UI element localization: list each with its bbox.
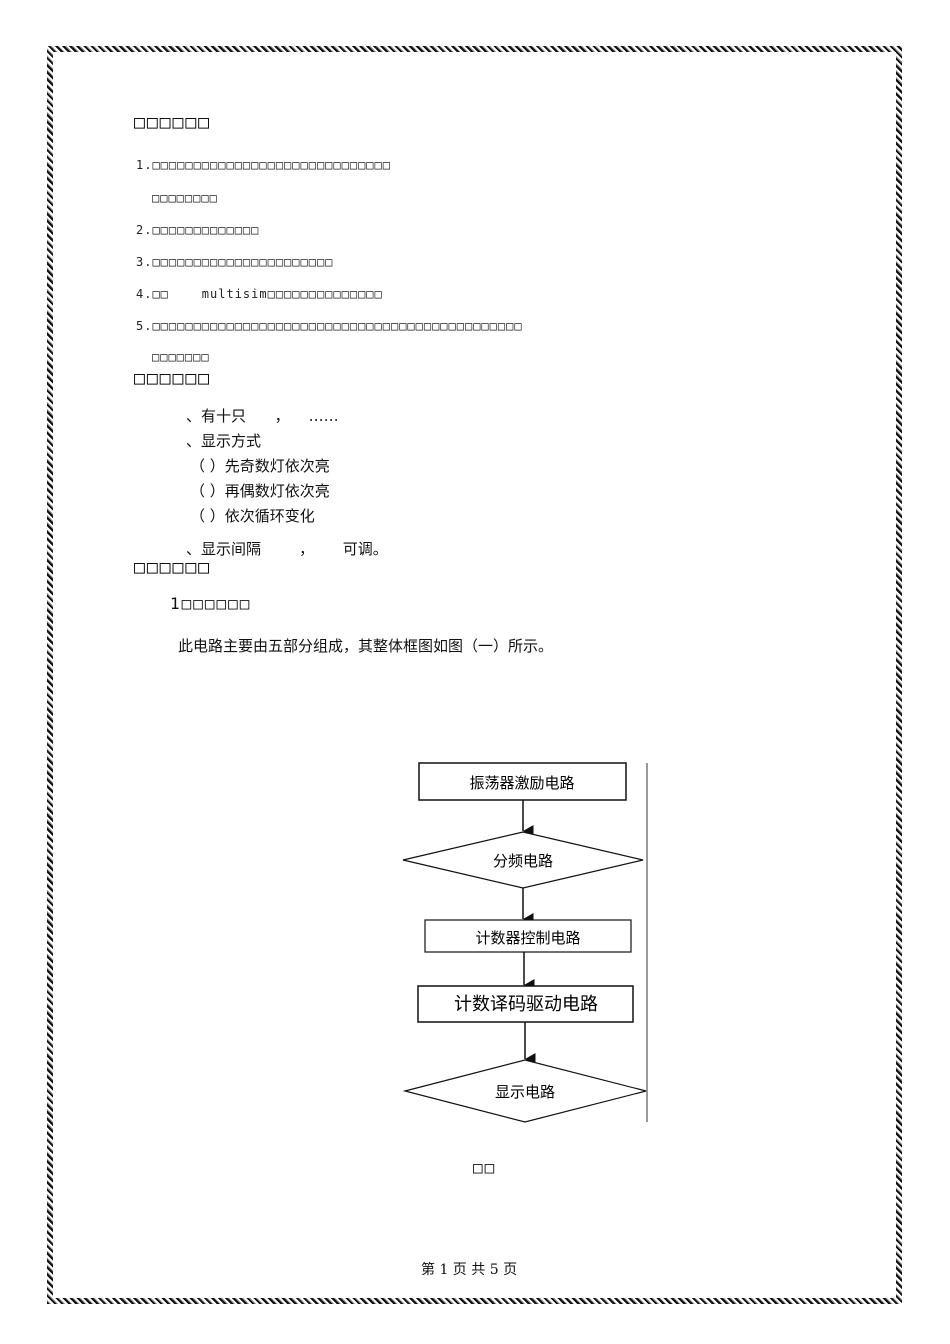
figure-caption: □□ [473, 1158, 497, 1177]
list-item: （ ）依次循环变化 [190, 507, 315, 525]
node-label: 分频电路 [493, 852, 553, 870]
section1-heading: □□□□□□ [134, 112, 212, 133]
list-item: （ ）先奇数灯依次亮 [190, 457, 330, 475]
section3-heading: □□□□□□ [134, 557, 212, 578]
paragraph: 此电路主要由五部分组成，其整体框图如图（一）所示。 [178, 637, 554, 655]
list-item: 4.□□ multisim□□□□□□□□□□□□□□ [136, 287, 383, 301]
list-item: 3.□□□□□□□□□□□□□□□□□□□□□□ [136, 255, 334, 269]
node-display [402, 1059, 647, 1123]
subheading: 1□□□□□□ [170, 594, 252, 613]
list-item: 1.□□□□□□□□□□□□□□□□□□□□□□□□□□□□□ [136, 158, 391, 172]
list-item: 、显示间隔 ， 可调。 [186, 540, 388, 558]
node-label: 计数器控制电路 [475, 929, 580, 947]
node-label: 显示电路 [495, 1083, 555, 1101]
node-decoder-driver [417, 985, 634, 1023]
list-item: 2.□□□□□□□□□□□□□ [136, 223, 260, 237]
node-label: 振荡器激励电路 [469, 774, 574, 792]
list-item: （ ）再偶数灯依次亮 [190, 482, 330, 500]
node-divider [402, 831, 644, 889]
node-counter-control [424, 919, 632, 953]
list-item: 、显示方式 [186, 432, 262, 450]
list-item: □□□□□□□ [152, 350, 210, 364]
section2-heading: □□□□□□ [134, 368, 212, 389]
list-item: 、有十只 ， …… [186, 407, 339, 425]
page-footer: 第 1 页 共 5 页 [421, 1262, 518, 1278]
node-oscillator [418, 762, 627, 801]
node-label: 计数译码驱动电路 [454, 994, 598, 1015]
list-item: 5.□□□□□□□□□□□□□□□□□□□□□□□□□□□□□□□□□□□□□□… [136, 319, 523, 333]
list-item: □□□□□□□□ [152, 191, 218, 205]
